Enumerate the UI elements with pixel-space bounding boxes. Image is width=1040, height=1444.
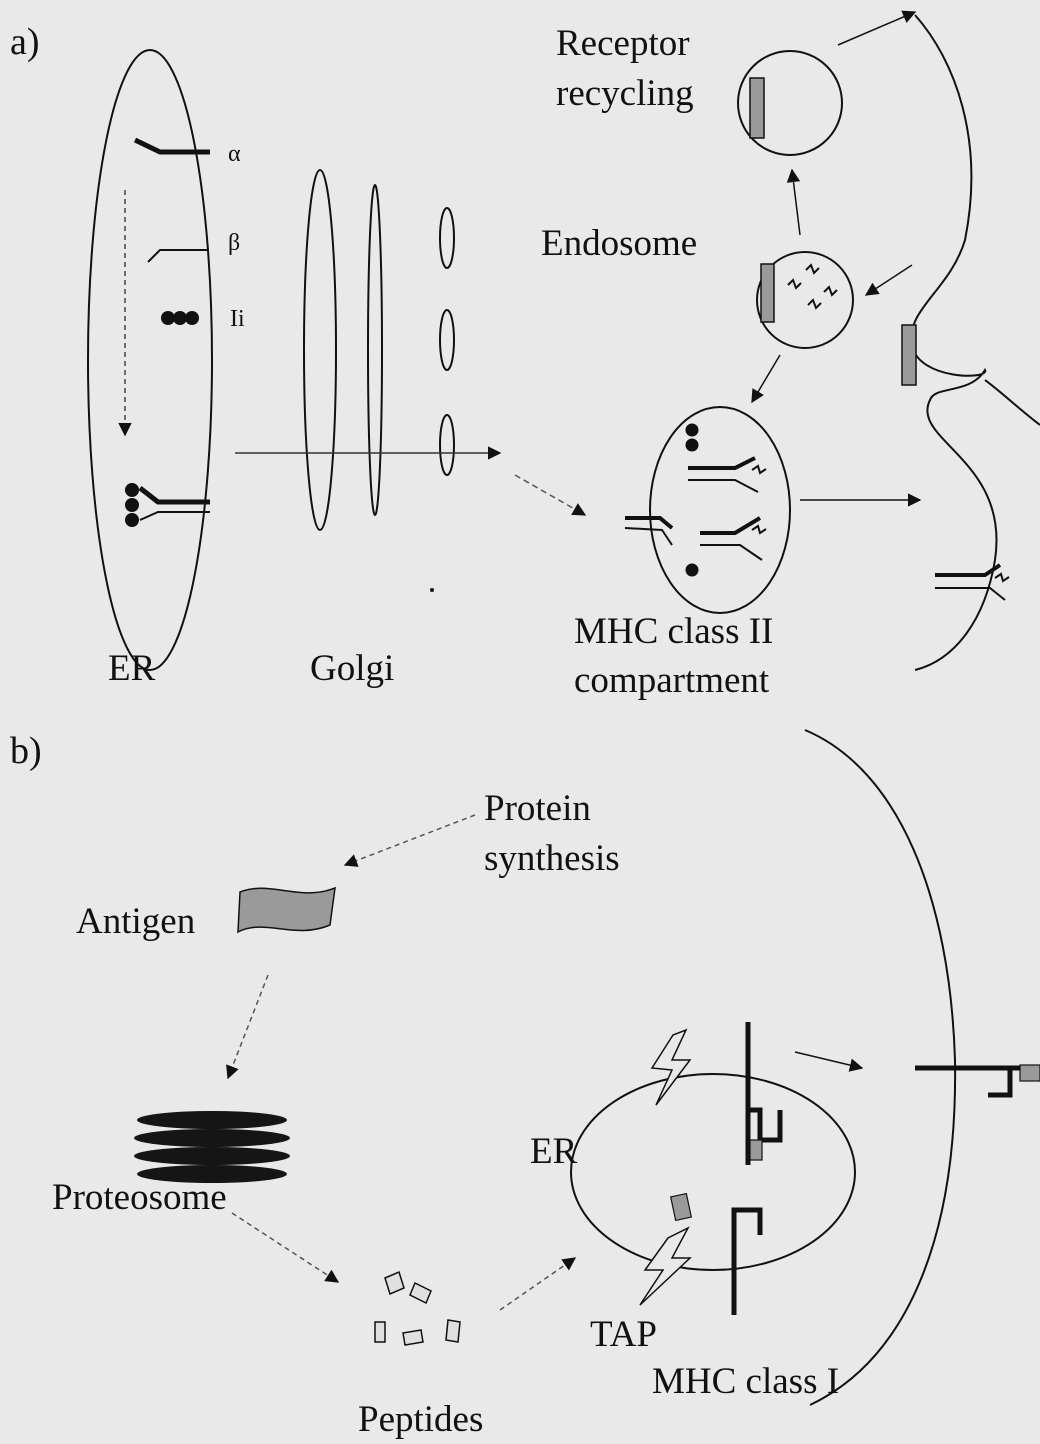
alpha-label: α [228, 139, 241, 169]
endosome-label: Endosome [541, 220, 697, 268]
endosome-to-miic-arrow [752, 355, 780, 402]
recycling-to-membrane-arrow [838, 12, 915, 45]
surface-mhc-ii [935, 565, 1009, 600]
proteosome-stack [134, 1111, 290, 1183]
er-label-a: ER [108, 645, 155, 693]
peptides-to-tap-arrow [500, 1258, 575, 1310]
membrane-invagination-tail [985, 380, 1040, 425]
endosome-receptor [761, 264, 774, 322]
ii-label: Ii [230, 304, 245, 334]
panel-b-label: b) [10, 727, 42, 775]
surface-receptor [902, 325, 916, 385]
proteosome-label: Proteosome [52, 1174, 227, 1222]
peptides-label: Peptides [358, 1396, 483, 1444]
synthesis-arrow [345, 815, 475, 865]
alpha-chain [135, 140, 210, 152]
antigen-shape [238, 888, 335, 932]
er-membrane-a [88, 50, 212, 670]
mhc-i-export-arrow [795, 1052, 862, 1068]
antigen-label: Antigen [76, 898, 195, 946]
miic-ii-dimers [625, 424, 766, 576]
receptor-recycling-label-line2: recycling [556, 70, 694, 118]
er-membrane-b [571, 1074, 855, 1270]
beta-chain [148, 250, 208, 262]
beta-label: β [228, 228, 240, 258]
receptor-recycling-label-line1: Receptor [556, 20, 690, 68]
peptide-fragments [375, 1272, 460, 1345]
antigen-to-proteosome-arrow [228, 975, 268, 1078]
mhc-i-empty [734, 1210, 760, 1315]
golgi-label: Golgi [310, 645, 394, 693]
golgi-stack [304, 170, 454, 530]
uptake-arrow [866, 265, 912, 295]
to-miic-arrow [515, 475, 585, 515]
panel-a-label: a) [10, 18, 40, 66]
tap-upper [652, 1030, 690, 1105]
er-label-b: ER [530, 1128, 577, 1176]
protein-synthesis-label-line2: synthesis [484, 835, 620, 883]
miic-label-line1: MHC class II [574, 608, 773, 656]
miic-label-line2: compartment [574, 657, 769, 705]
tap-label: TAP [590, 1311, 657, 1359]
surface-mhc-i-peptide [1020, 1065, 1040, 1081]
recycling-receptor [750, 78, 764, 138]
translocated-peptide [671, 1194, 692, 1221]
mhc-class-i-label: MHC class I [652, 1358, 839, 1406]
surface-mhc-i [915, 1068, 1025, 1095]
proteosome-to-peptides-arrow [232, 1213, 338, 1282]
protein-synthesis-label-line1: Protein [484, 785, 591, 833]
mhc-ii-compartment [650, 407, 790, 613]
plasma-membrane-a [911, 15, 996, 670]
endosome-to-recycling-arrow [792, 170, 800, 235]
invariant-chain-dots [161, 311, 199, 325]
tap-lower [640, 1228, 690, 1305]
assembled-mhc-ii-complex [125, 483, 210, 527]
mhc-i-peptide [750, 1140, 762, 1160]
endosome-antigen-fragments [788, 265, 837, 308]
